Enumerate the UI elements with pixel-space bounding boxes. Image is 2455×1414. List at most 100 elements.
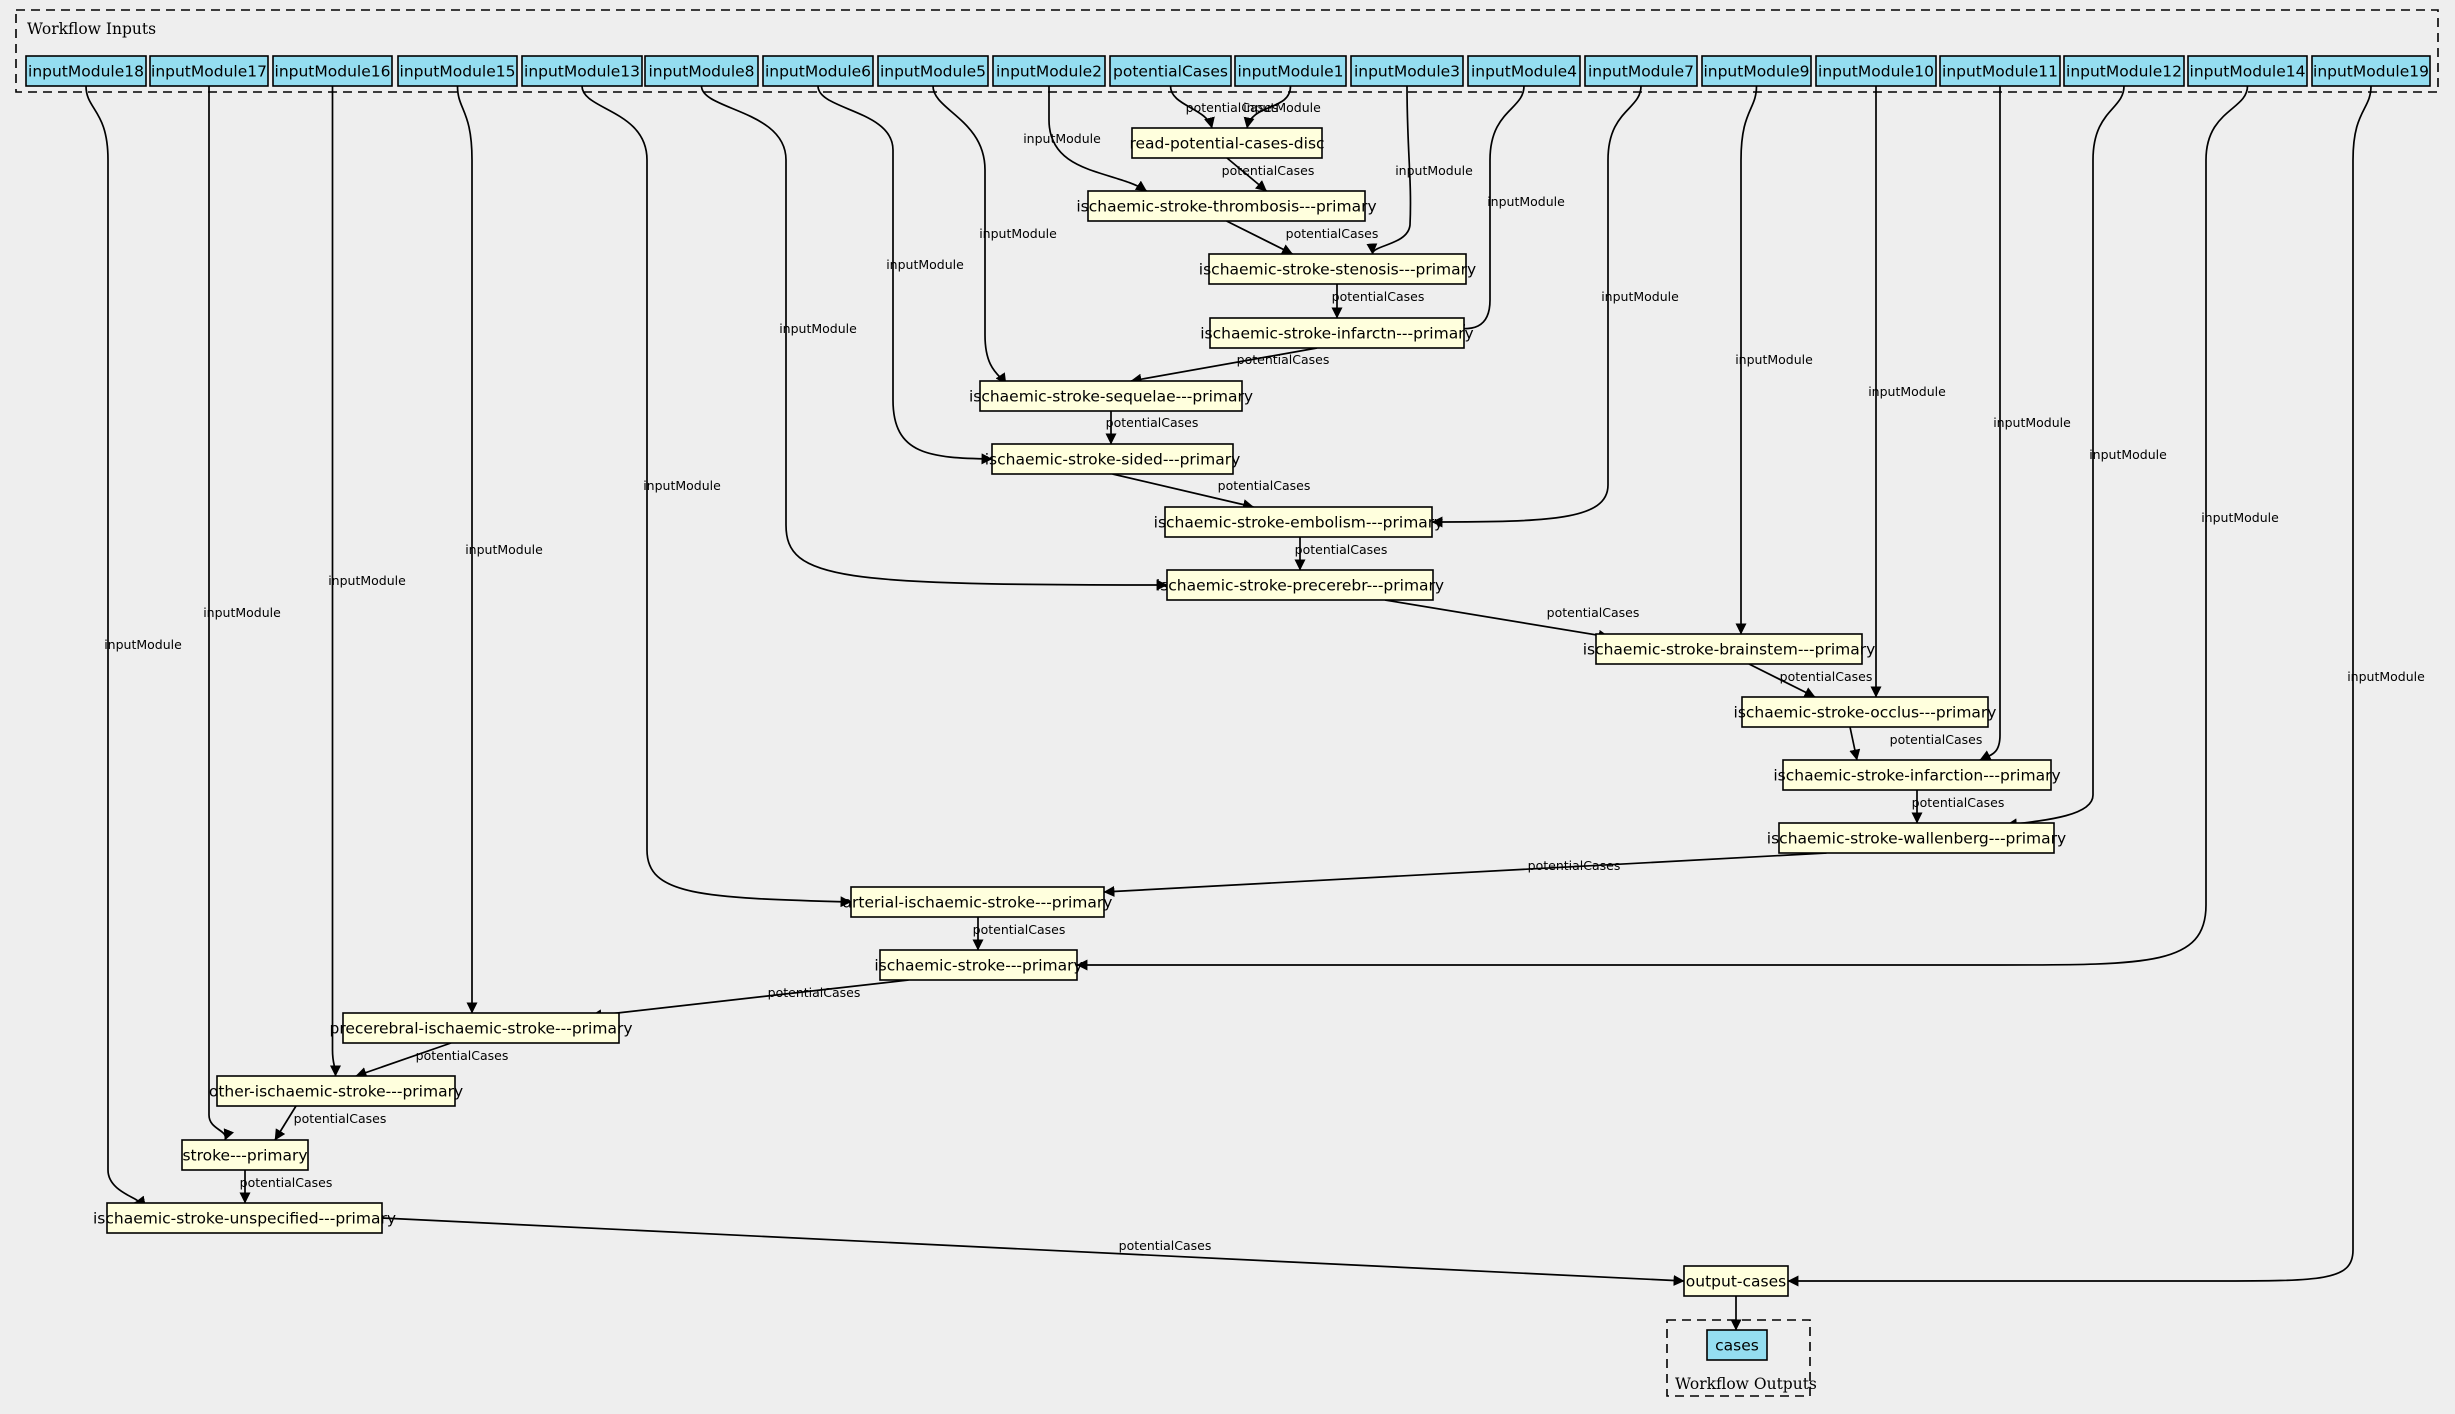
edge-label: potentialCases	[768, 985, 861, 1000]
edge-inputModule7-to-embolism: inputModule	[1431, 85, 1679, 528]
edge-label: inputModule	[2089, 447, 2167, 462]
input-node-inputModule13[interactable]: inputModule13	[521, 55, 643, 87]
input-node-inputModule12[interactable]: inputModule12	[2063, 55, 2185, 87]
edge-infarction-to-wallenberg: potentialCases	[1911, 790, 2004, 824]
edge-embolism-to-precerebr: potentialCases	[1294, 537, 1387, 571]
input-node-inputModule18[interactable]: inputModule18	[25, 55, 147, 87]
step-node-embolism[interactable]: ischaemic-stroke-embolism---primary	[1154, 506, 1444, 538]
step-node-precerebr[interactable]: ischaemic-stroke-precerebr---primary	[1156, 569, 1444, 601]
edge-line	[1431, 85, 1642, 528]
input-node-inputModule5[interactable]: inputModule5	[877, 55, 989, 87]
step-node-infarction[interactable]: ischaemic-stroke-infarction---primary	[1773, 759, 2061, 791]
edge-inputModule4-to-infarctn: inputModule	[1453, 85, 1565, 335]
step-node-stenosis[interactable]: ischaemic-stroke-stenosis---primary	[1199, 253, 1476, 285]
cluster-label-outputs: Workflow Outputs	[1675, 1375, 1817, 1393]
step-node-other[interactable]: other-ischaemic-stroke---primary	[209, 1075, 463, 1107]
edge-inputModule12-to-wallenberg: inputModule	[2005, 85, 2167, 830]
edge-line	[1384, 599, 1610, 641]
node-label: inputModule1	[1237, 63, 1343, 81]
step-node-outputCases[interactable]: output-cases	[1683, 1265, 1789, 1297]
edge-inputModule11-to-infarction: inputModule	[1979, 86, 2071, 761]
edge-line	[1366, 85, 1412, 255]
edge-inputModule17-to-stroke: inputModule	[203, 86, 281, 1141]
node-label: inputModule11	[1942, 63, 2058, 81]
edge-label: inputModule	[1023, 131, 1101, 146]
input-node-inputModule6[interactable]: inputModule6	[762, 55, 874, 87]
step-node-occlus[interactable]: ischaemic-stroke-occlus---primary	[1734, 696, 1997, 728]
edge-inputModule1-to-readDisc: inputModule	[1243, 85, 1321, 129]
input-node-inputModule19[interactable]: inputModule19	[2311, 55, 2431, 87]
step-node-stroke[interactable]: stroke---primary	[181, 1139, 309, 1171]
input-node-inputModule8[interactable]: inputModule8	[644, 55, 759, 87]
output-node-cases[interactable]: cases	[1706, 1329, 1768, 1361]
edge-label: potentialCases	[1218, 478, 1311, 493]
edge-label: inputModule	[1395, 163, 1473, 178]
edge-label: inputModule	[104, 637, 182, 652]
step-node-sided[interactable]: ischaemic-stroke-sided---primary	[985, 443, 1241, 475]
edge-inputModule18-to-unspecified: inputModule	[85, 85, 182, 1207]
edge-inputModule14-to-isPrimary: inputModule	[1076, 85, 2279, 971]
node-label: other-ischaemic-stroke---primary	[209, 1083, 463, 1101]
cluster-outputs: Workflow Outputs	[1666, 1319, 1817, 1397]
edge-line	[1226, 220, 1293, 255]
node-label: ischaemic-stroke-occlus---primary	[1734, 704, 1997, 722]
edge-arterial-to-isPrimary: potentialCases	[972, 917, 1065, 951]
node-label: ischaemic-stroke-infarction---primary	[1773, 767, 2060, 785]
edge-isPrimary-to-precerebral: potentialCases	[590, 979, 909, 1021]
node-label: inputModule6	[765, 63, 871, 81]
input-node-inputModule7[interactable]: inputModule7	[1584, 55, 1698, 87]
node-label: inputModule17	[151, 63, 267, 81]
step-node-arterial[interactable]: arterial-ischaemic-stroke---primary	[843, 886, 1113, 918]
step-node-infarctn[interactable]: ischaemic-stroke-infarctn---primary	[1200, 317, 1474, 349]
step-node-isPrimary[interactable]: ischaemic-stroke---primary	[874, 949, 1083, 981]
step-node-sequelae[interactable]: ischaemic-stroke-sequelae---primary	[969, 380, 1253, 412]
step-node-readDisc[interactable]: read-potential-cases-disc	[1129, 127, 1325, 159]
edge-label: inputModule	[1868, 384, 1946, 399]
step-node-thrombosis[interactable]: ischaemic-stroke-thrombosis---primary	[1076, 190, 1377, 222]
edge-label: potentialCases	[1237, 352, 1330, 367]
input-node-inputModule1[interactable]: inputModule1	[1234, 55, 1347, 87]
step-node-brainstem[interactable]: ischaemic-stroke-brainstem---primary	[1583, 633, 1876, 665]
input-node-inputModule16[interactable]: inputModule16	[272, 55, 393, 87]
edge-label: inputModule	[886, 257, 964, 272]
edge-label: inputModule	[643, 478, 721, 493]
input-node-inputModule17[interactable]: inputModule17	[149, 55, 269, 87]
input-node-inputModule14[interactable]: inputModule14	[2187, 55, 2308, 87]
edge-inputModule2-to-thrombosis: inputModule	[1023, 86, 1147, 192]
node-label: cases	[1715, 1337, 1759, 1355]
edge-line	[2005, 85, 2125, 830]
input-node-inputModule15[interactable]: inputModule15	[397, 55, 518, 87]
node-label: ischaemic-stroke-precerebr---primary	[1156, 577, 1444, 595]
node-label: ischaemic-stroke-brainstem---primary	[1583, 641, 1876, 659]
edge-label: inputModule	[2201, 510, 2279, 525]
edge-stenosis-to-infarctn: potentialCases	[1331, 284, 1424, 319]
edge-line	[208, 86, 234, 1141]
edge-label: potentialCases	[1222, 163, 1315, 178]
node-label: inputModule19	[2313, 63, 2429, 81]
edge-inputModule13-to-arterial: inputModule	[581, 85, 852, 908]
edge-inputModule3-to-stenosis: inputModule	[1366, 85, 1473, 255]
input-node-inputModule11[interactable]: inputModule11	[1939, 55, 2061, 87]
node-label: inputModule4	[1471, 63, 1577, 81]
node-label: read-potential-cases-disc	[1129, 135, 1324, 153]
node-label: inputModule15	[400, 63, 516, 81]
input-node-inputModule10[interactable]: inputModule10	[1815, 55, 1937, 87]
input-node-inputModule9[interactable]: inputModule9	[1701, 55, 1812, 87]
step-node-unspecified[interactable]: ischaemic-stroke-unspecified---primary	[93, 1202, 396, 1234]
step-node-wallenberg[interactable]: ischaemic-stroke-wallenberg---primary	[1767, 822, 2066, 854]
edge-line	[817, 85, 993, 465]
input-node-potentialCases[interactable]: potentialCases	[1109, 55, 1232, 87]
step-node-precerebral[interactable]: precerebral-ischaemic-stroke---primary	[330, 1012, 633, 1044]
node-label: ischaemic-stroke-unspecified---primary	[93, 1210, 396, 1228]
edge-label: inputModule	[779, 321, 857, 336]
input-node-inputModule4[interactable]: inputModule4	[1467, 55, 1581, 87]
cluster-label-inputs: Workflow Inputs	[27, 20, 156, 38]
edge-line	[1112, 473, 1255, 510]
input-node-inputModule3[interactable]: inputModule3	[1350, 55, 1464, 87]
edge-occlus-to-infarction: potentialCases	[1849, 726, 1982, 761]
input-node-inputModule2[interactable]: inputModule2	[992, 55, 1106, 87]
edge-sided-to-embolism: potentialCases	[1112, 473, 1311, 510]
node-label: inputModule5	[880, 63, 986, 81]
edge-sequelae-to-sided: potentialCases	[1105, 411, 1198, 445]
edge-line	[590, 979, 909, 1021]
